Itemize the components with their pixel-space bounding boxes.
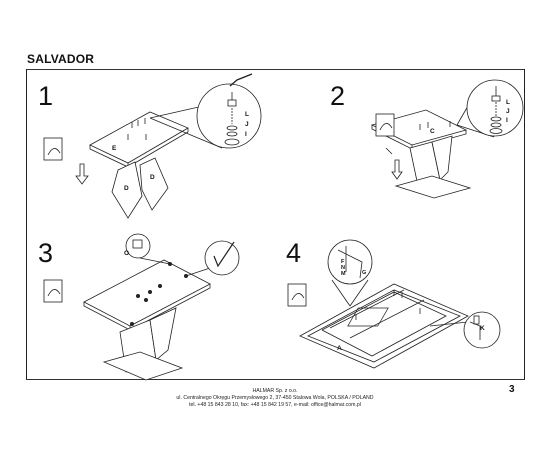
step-2-label-I: I (506, 117, 508, 124)
product-title: SALVADOR (27, 52, 95, 66)
steps-frame (26, 69, 525, 379)
step-1-label-E: E (112, 145, 117, 152)
step-3-number: 3 (38, 238, 54, 268)
step-2-label-L: L (506, 99, 510, 106)
footer-contact: tel. +48 15 843 28 10, fax: +48 15 842 1… (189, 402, 361, 408)
step-1-illustration (43, 73, 262, 219)
step-4-label-F: F (341, 259, 345, 265)
step-1-label-I: I (245, 131, 247, 138)
step-4-illustration (287, 239, 501, 369)
footer-company: HALMAR Sp. z o.o. (252, 388, 298, 394)
step-2-illustration (370, 79, 524, 199)
step-4-label-M: M (341, 271, 346, 277)
step-4-label-K: K (480, 325, 485, 332)
page-number: 3 (509, 384, 515, 395)
step-1-number: 1 (38, 81, 54, 111)
step-2-number: 2 (330, 81, 346, 111)
step-3-label-O: O (124, 250, 129, 257)
step-4-label-N: N (341, 265, 345, 271)
step-3-illustration (43, 233, 240, 381)
step-1-label-D-right: D (150, 174, 155, 181)
footer-address: ul. Centralnego Okręgu Przemysłowego 2, … (176, 395, 374, 401)
step-1-label-D-left: D (124, 185, 129, 192)
step-4-number: 4 (286, 238, 302, 268)
step-1-label-L: L (245, 111, 249, 118)
step-4-label-G: G (362, 270, 366, 276)
bottom-rule (26, 379, 525, 380)
top-rule (26, 69, 525, 70)
step-2-label-C: C (430, 128, 435, 135)
step-4-label-A: A (337, 345, 342, 352)
step-1-label-J: J (245, 121, 249, 128)
step-2-label-J: J (506, 108, 510, 115)
